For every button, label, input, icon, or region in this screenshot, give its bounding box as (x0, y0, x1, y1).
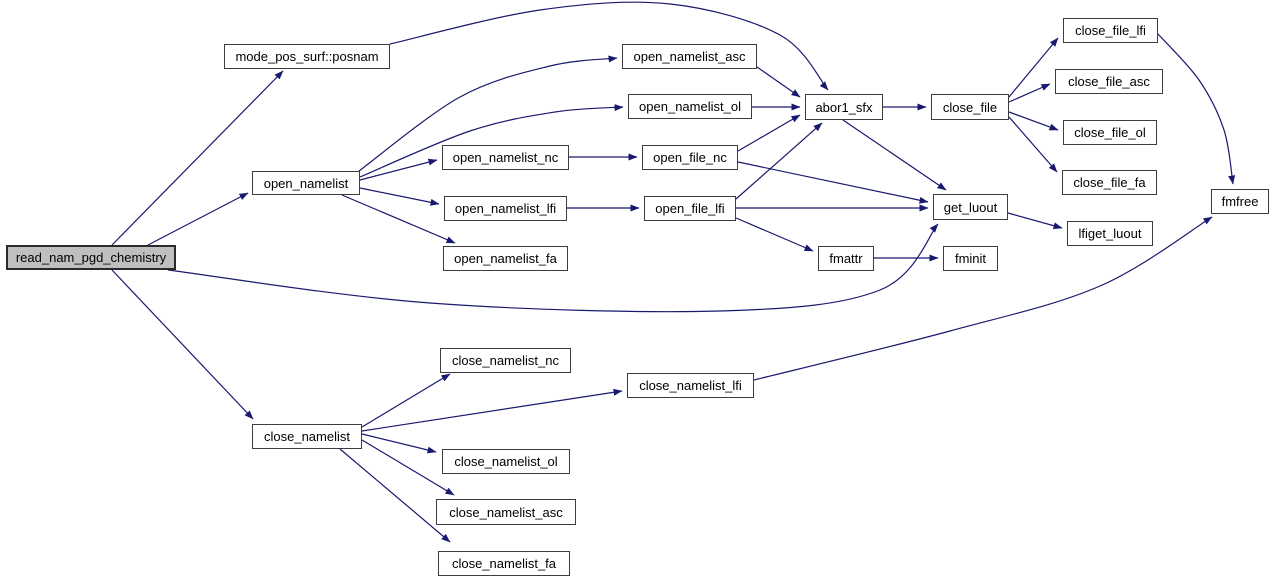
node-label: close_namelist_fa (451, 556, 557, 571)
edge-open_file_lfi-to-fmattr (735, 217, 814, 252)
node-label: fmfree (1221, 194, 1259, 209)
node-close_namelist[interactable]: close_namelist (252, 424, 362, 449)
node-get_luout[interactable]: get_luout (933, 194, 1008, 220)
node-label: open_namelist_lfi (454, 201, 557, 216)
node-label: fmattr (829, 251, 863, 266)
edge-close_namelist-to-close_namelist_lfi (361, 388, 623, 432)
edge-open_namelist-to-open_namelist_lfi (359, 187, 440, 206)
node-open_namelist_nc[interactable]: open_namelist_nc (442, 145, 569, 170)
node-label: close_namelist (264, 429, 350, 444)
edge-read_nam_pgd_chemistry-to-close_namelist (111, 269, 254, 420)
node-label: fminit (954, 251, 987, 266)
node-label: close_namelist_lfi (639, 378, 742, 393)
node-fminit[interactable]: fminit (943, 246, 998, 271)
node-label: close_namelist_ol (454, 454, 558, 469)
node-label: open_namelist_nc (452, 150, 559, 165)
edge-group (111, 1, 1236, 543)
node-open_namelist_ol[interactable]: open_namelist_ol (628, 94, 752, 119)
node-label: close_file_fa (1073, 175, 1146, 190)
edge-open_namelist_asc-to-abor1_sfx (756, 66, 801, 98)
edge-close_namelist_lfi-to-fmfree (753, 216, 1213, 381)
node-label: open_namelist_asc (633, 49, 746, 64)
edge-close_file-to-close_file_ol (1008, 111, 1059, 131)
edge-open_file_nc-to-abor1_sfx (737, 114, 801, 152)
node-label: close_file_asc (1068, 74, 1150, 89)
node-read_nam_pgd_chemistry: read_nam_pgd_chemistry (6, 245, 176, 270)
node-label: close_namelist_asc (449, 504, 563, 520)
node-label: get_luout (943, 199, 998, 215)
node-close_file_asc[interactable]: close_file_asc (1055, 69, 1163, 94)
node-close_file_lfi[interactable]: close_file_lfi (1063, 18, 1158, 43)
edge-close_namelist-to-close_namelist_fa (339, 448, 451, 543)
edge-close_file-to-close_file_lfi (1008, 37, 1059, 98)
edge-close_namelist-to-close_namelist_ol (361, 433, 437, 454)
node-close_namelist_fa[interactable]: close_namelist_fa (438, 551, 570, 576)
edge-close_file_lfi-to-fmfree (1157, 33, 1236, 185)
node-label: open_namelist (263, 175, 349, 191)
node-open_file_lfi[interactable]: open_file_lfi (644, 196, 736, 221)
edge-read_nam_pgd_chemistry-to-mode_pos_surf_posnam (111, 70, 284, 246)
edge-close_namelist-to-close_namelist_asc (361, 439, 455, 496)
node-open_namelist_fa[interactable]: open_namelist_fa (443, 246, 568, 271)
node-label: open_file_lfi (655, 201, 725, 216)
edge-read_nam_pgd_chemistry-to-get_luout (167, 223, 939, 313)
node-close_namelist_asc[interactable]: close_namelist_asc (436, 499, 576, 525)
edge-abor1_sfx-to-get_luout (842, 119, 947, 191)
node-label: lfiget_luout (1078, 226, 1142, 241)
node-open_file_nc[interactable]: open_file_nc (642, 145, 738, 170)
node-label: abor1_sfx (815, 99, 873, 115)
edge-close_file-to-close_file_asc (1008, 83, 1051, 103)
node-fmattr[interactable]: fmattr (818, 246, 874, 271)
node-close_namelist_ol[interactable]: close_namelist_ol (442, 449, 570, 474)
node-label: close_file_lfi (1075, 23, 1146, 38)
edge-mode_pos_surf_posnam-to-abor1_sfx (389, 1, 829, 91)
node-label: mode_pos_surf::posnam (235, 49, 379, 64)
node-close_namelist_lfi[interactable]: close_namelist_lfi (627, 373, 754, 398)
node-close_file_ol[interactable]: close_file_ol (1063, 120, 1157, 145)
node-label: close_namelist_nc (452, 353, 559, 368)
node-label: open_namelist_fa (454, 251, 557, 266)
edge-get_luout-to-lfiget_luout (1007, 212, 1063, 230)
edge-close_namelist-to-close_namelist_nc (361, 373, 451, 428)
edge-open_file_nc-to-get_luout (737, 161, 929, 204)
node-close_namelist_nc[interactable]: close_namelist_nc (440, 348, 571, 373)
node-open_namelist_asc[interactable]: open_namelist_asc (622, 44, 757, 69)
node-label: open_namelist_ol (639, 99, 741, 114)
node-close_file_fa[interactable]: close_file_fa (1062, 170, 1157, 195)
edge-open_namelist-to-open_namelist_fa (341, 194, 456, 244)
edge-close_file-to-close_file_fa (1008, 116, 1058, 173)
node-open_namelist_lfi[interactable]: open_namelist_lfi (444, 196, 567, 221)
node-mode_pos_surf_posnam[interactable]: mode_pos_surf::posnam (224, 44, 390, 69)
edge-open_file_lfi-to-abor1_sfx (735, 122, 823, 200)
node-open_namelist[interactable]: open_namelist (252, 171, 360, 195)
node-label: open_file_nc (653, 150, 727, 165)
edge-open_namelist-to-open_namelist_asc (358, 55, 618, 172)
node-lfiget_luout[interactable]: lfiget_luout (1067, 221, 1153, 246)
node-label: close_file_ol (1074, 125, 1146, 140)
node-fmfree[interactable]: fmfree (1211, 189, 1269, 214)
node-abor1_sfx[interactable]: abor1_sfx (805, 94, 883, 120)
edge-open_namelist-to-open_namelist_nc (359, 158, 438, 181)
node-label: read_nam_pgd_chemistry (15, 250, 167, 265)
node-label: close_file (942, 99, 998, 115)
node-close_file[interactable]: close_file (931, 94, 1009, 120)
edge-open_namelist-to-open_namelist_ol (359, 104, 624, 178)
edge-read_nam_pgd_chemistry-to-open_namelist (147, 192, 249, 246)
